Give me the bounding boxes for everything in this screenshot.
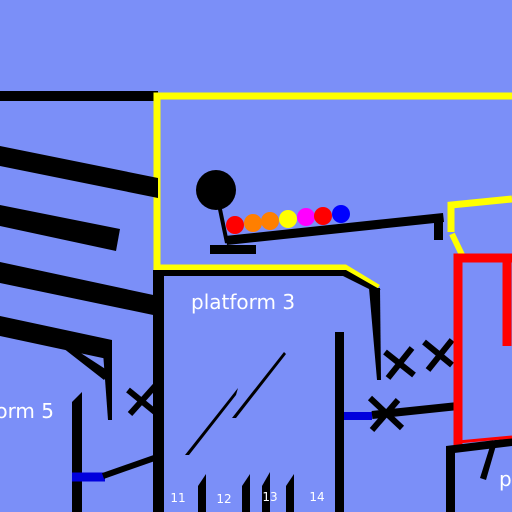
left-ramp-1 bbox=[0, 146, 158, 198]
left-lever bbox=[102, 453, 161, 479]
ball-2 bbox=[244, 214, 262, 232]
ball-ramp bbox=[225, 213, 444, 245]
platform-6-label: p bbox=[499, 467, 512, 491]
x-obstacle-2b bbox=[425, 338, 455, 372]
ball-ramp-end bbox=[434, 216, 443, 240]
slot-label-13: 13 bbox=[262, 490, 277, 504]
red-frame bbox=[453, 253, 512, 446]
ball-3 bbox=[261, 212, 279, 230]
left-pillar bbox=[72, 392, 82, 512]
pendulum-base bbox=[210, 245, 256, 254]
right-lever bbox=[371, 402, 459, 419]
platform-3-right-wall bbox=[335, 332, 344, 512]
yellow-track-right bbox=[447, 195, 512, 232]
pendulum-ball bbox=[196, 170, 236, 210]
ball-6 bbox=[314, 207, 332, 225]
slot-post-4 bbox=[262, 472, 270, 512]
yellow-track-frame bbox=[153, 92, 512, 291]
left-ramp-2 bbox=[0, 205, 120, 251]
slot-post-2 bbox=[242, 474, 250, 512]
platform-3-left-wall bbox=[153, 270, 164, 512]
lower-right-pillar bbox=[446, 446, 455, 512]
ball-4 bbox=[279, 210, 297, 228]
platform-3-right-spike bbox=[369, 288, 381, 380]
slot-label-11: 11 bbox=[170, 491, 185, 505]
left-post-2 bbox=[103, 352, 112, 420]
lower-right-post bbox=[480, 440, 497, 480]
x-obstacle-1b bbox=[385, 346, 415, 380]
left-post-1 bbox=[63, 348, 110, 380]
platform-3-divider-2 bbox=[232, 352, 286, 418]
top-wall bbox=[0, 91, 158, 101]
red-frame-edge bbox=[457, 435, 512, 444]
slot-post-1 bbox=[198, 474, 206, 512]
slot-label-14: 14 bbox=[309, 490, 324, 504]
ball-5 bbox=[297, 208, 315, 226]
platform-5-label: platform 5 bbox=[0, 399, 54, 423]
ball-7 bbox=[332, 205, 350, 223]
left-ramp-4 bbox=[0, 316, 112, 360]
left-x-obstacle-b bbox=[127, 382, 159, 417]
platform-3-label: platform 3 bbox=[191, 290, 295, 314]
slot-post-3 bbox=[286, 474, 294, 512]
platform-3-divider-1 bbox=[185, 388, 238, 455]
left-ramp-3 bbox=[0, 262, 158, 316]
ball-1 bbox=[226, 216, 244, 234]
platform-3-top bbox=[163, 270, 381, 290]
slot-label-12: 12 bbox=[216, 492, 231, 506]
